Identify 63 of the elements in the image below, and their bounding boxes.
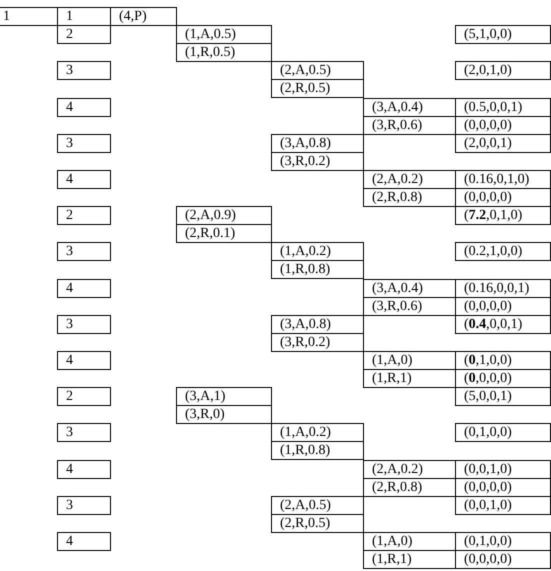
table-cell: (5,0,0,1) (455, 387, 551, 406)
table-cell: (2,A,0.9) (176, 206, 272, 225)
table-cell: (2,A,0.2) (363, 170, 456, 189)
table-cell: (2,R,0.1) (176, 224, 272, 243)
table-cell: (1,R,1) (363, 369, 456, 388)
table-cell: (0,0,0,0) (455, 550, 551, 569)
table-cell: (3,A,0.8) (271, 315, 364, 334)
table-cell: (1,R,0.8) (271, 260, 364, 279)
table-cell: (0.5,0,0,1) (455, 98, 551, 117)
table-cell: (2,A,0.5) (271, 496, 364, 515)
table-cell: 4 (57, 98, 111, 117)
table-cell: (2,R,0.5) (271, 514, 364, 533)
table-cell: 3 (57, 423, 111, 442)
table-cell: 2 (57, 387, 111, 406)
table-cell: 4 (57, 351, 111, 370)
table-cell: 3 (57, 134, 111, 153)
table-cell: (0.16,0,0,1) (455, 279, 551, 298)
table-cell: (3,R,0.2) (271, 333, 364, 352)
table-cell: 3 (57, 61, 111, 80)
table-cell: (1,R,1) (363, 550, 456, 569)
table-cell: (0,0,1,0) (455, 460, 551, 479)
table-cell: (3,A,0.4) (363, 98, 456, 117)
table-cell: (0,1,0,0) (455, 532, 551, 551)
table-cell: (2,R,0.8) (363, 188, 456, 207)
table-cell: (0,0,1,0) (455, 496, 551, 515)
table-cell: (0.16,0,1,0) (455, 170, 551, 189)
table-cell: (3,R,0) (176, 405, 272, 424)
table-cell: (3,R,0.6) (363, 297, 456, 316)
table-cell: 3 (57, 496, 111, 515)
table-cell: 1 (0, 7, 58, 26)
table-cell: (2,0,0,1) (455, 134, 551, 153)
table-cell: (3,A,0.8) (271, 134, 364, 153)
table-cell: (0,1,0,0) (455, 423, 551, 442)
table-cell: (7.2,0,1,0) (455, 206, 551, 225)
table-cell: 3 (57, 242, 111, 261)
table-cell: 2 (57, 25, 111, 44)
table-cell: (3,A,0.4) (363, 279, 456, 298)
table-cell: 4 (57, 170, 111, 189)
table-cell: 2 (57, 206, 111, 225)
table-cell: (2,A,0.2) (363, 460, 456, 479)
table-cell: 4 (57, 279, 111, 298)
table-cell: (0.4,0,0,1) (455, 315, 551, 334)
table-cell: (0.2,1,0,0) (455, 242, 551, 261)
table-cell: (0,1,0,0) (455, 351, 551, 370)
table-cell: (2,R,0.5) (271, 79, 364, 98)
table-cell: (3,A,1) (176, 387, 272, 406)
table-cell: (1,A,0.2) (271, 242, 364, 261)
table-cell: (3,R,0.2) (271, 152, 364, 171)
table-cell: (3,R,0.6) (363, 116, 456, 135)
table-cell: (1,R,0.5) (176, 43, 272, 62)
table-cell: (4,P) (110, 7, 177, 26)
table-cell: 4 (57, 532, 111, 551)
table-cell: (1,A,0) (363, 351, 456, 370)
table-cell: (1,R,0.8) (271, 441, 364, 460)
table-cell: (1,A,0.5) (176, 25, 272, 44)
table-cell: (2,0,1,0) (455, 61, 551, 80)
table-cell: (5,1,0,0) (455, 25, 551, 44)
table-cell: (2,R,0.8) (363, 478, 456, 497)
table-cell: 4 (57, 460, 111, 479)
table-cell: (1,A,0) (363, 532, 456, 551)
table-cell: (1,A,0.2) (271, 423, 364, 442)
table-cell: 3 (57, 315, 111, 334)
table-cell: (2,A,0.5) (271, 61, 364, 80)
